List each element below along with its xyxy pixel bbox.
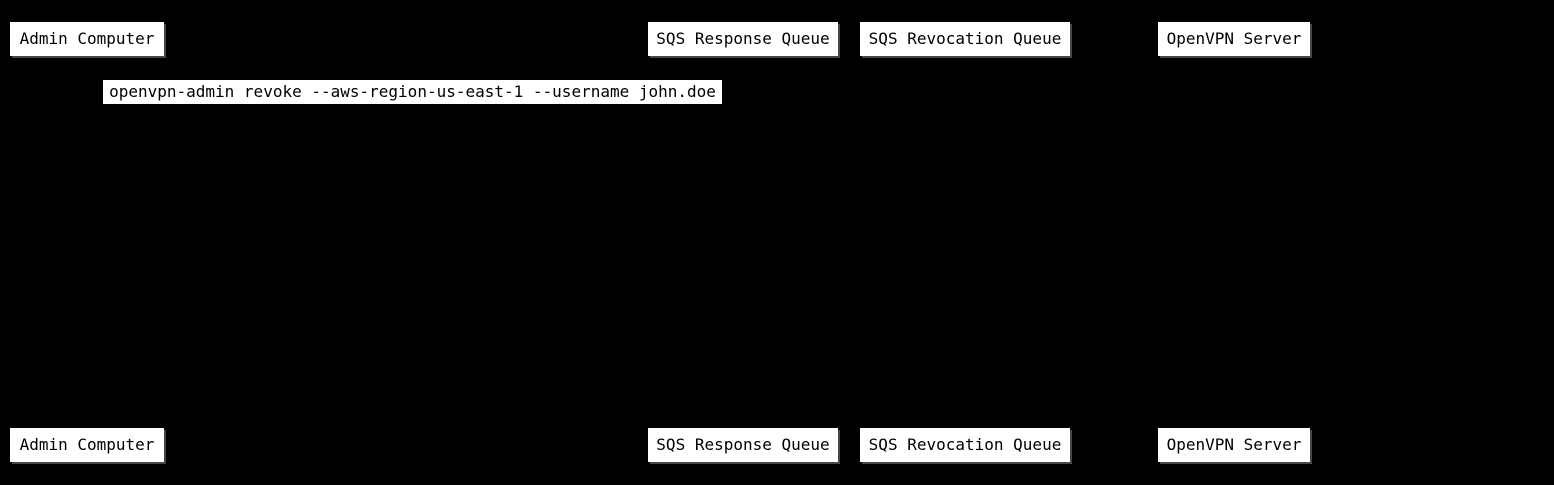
participant-box-openvpn-server-bottom: OpenVPN Server: [1158, 428, 1310, 462]
participant-box-sqs-revocation-queue-bottom: SQS Revocation Queue: [860, 428, 1070, 462]
participant-box-sqs-revocation-queue-top: SQS Revocation Queue: [860, 22, 1070, 56]
participant-box-sqs-response-queue-top: SQS Response Queue: [648, 22, 838, 56]
participant-box-sqs-response-queue-bottom: SQS Response Queue: [648, 428, 838, 462]
message-label-revoke-command: openvpn-admin revoke --aws-region-us-eas…: [103, 80, 722, 104]
participant-box-openvpn-server-top: OpenVPN Server: [1158, 22, 1310, 56]
participant-box-admin-computer-bottom: Admin Computer: [10, 428, 164, 462]
participant-box-admin-computer-top: Admin Computer: [10, 22, 164, 56]
